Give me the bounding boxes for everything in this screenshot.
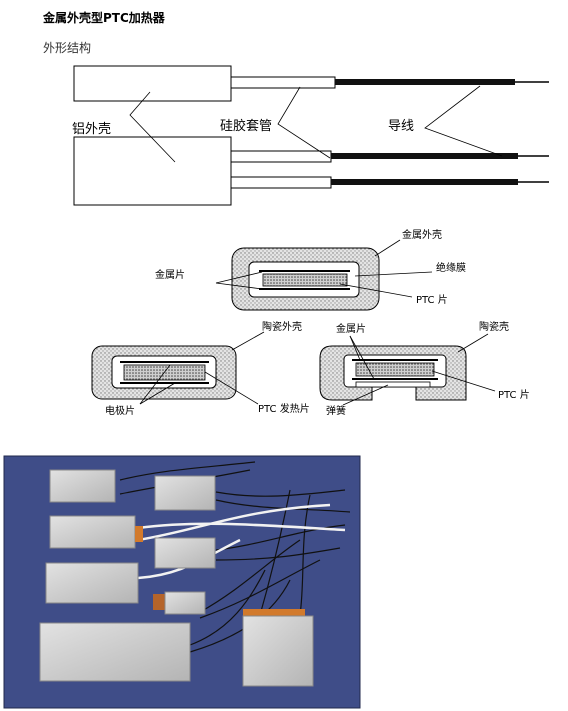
ceramic-shell-leader-2 — [457, 333, 489, 353]
ptc-leader — [339, 283, 413, 298]
metal-shell-leader — [374, 239, 401, 257]
label-electrode: 电极片 — [105, 404, 135, 417]
heater-plate-5 — [45, 562, 139, 604]
heater-plate-6 — [164, 591, 206, 615]
ptc-heater-leader — [204, 371, 259, 405]
label-ceramic-shell: 陶瓷外壳 — [262, 320, 302, 333]
ceramic-shell-cross-section: 陶瓷外壳 电极片 PTC 发热片 — [91, 320, 310, 417]
heater-plate-4 — [154, 537, 216, 569]
label-silicone-sleeve: 硅胶套管 — [220, 118, 272, 134]
label-metal-sheet-2: 金属片 — [336, 322, 366, 335]
spring-ceramic-cross-section: 金属片 陶瓷壳 弹簧 PTC 片 — [319, 320, 530, 417]
electrode-leader-2 — [139, 382, 176, 405]
metal-sheet-leader-2 — [215, 282, 263, 290]
electrode-leader-1 — [139, 364, 171, 405]
label-insulation-film: 绝缘膜 — [436, 261, 466, 274]
metal-sheet-leader-3 — [349, 335, 361, 361]
label-metal-shell: 金属外壳 — [402, 228, 442, 241]
large-aluminum-shell — [73, 136, 232, 206]
label-wire: 导线 — [388, 119, 414, 134]
metal-shell-cross-section: 金属外壳 金属片 绝缘膜 PTC 片 — [155, 228, 466, 311]
ptc-chip-2 — [355, 362, 435, 377]
sleeve-leader — [277, 86, 331, 159]
heater-plate-1 — [49, 469, 116, 503]
label-ptc-chip: PTC 片 — [416, 293, 448, 306]
shell-leader — [129, 91, 176, 163]
heater-plate-2 — [154, 475, 216, 511]
orange-sleeve-2 — [153, 594, 165, 610]
external-structure-diagram: 铝外壳 硅胶套管 导线 — [72, 65, 549, 206]
small-aluminum-shell — [73, 65, 232, 102]
wire-mid-thick — [331, 153, 518, 159]
spring — [355, 381, 431, 388]
insulation-leader — [354, 271, 433, 277]
wire-top-thick — [335, 79, 515, 85]
label-ceramic-shell-2: 陶瓷壳 — [479, 320, 509, 333]
product-photo — [3, 455, 361, 709]
page-title: 金属外壳型PTC加热器 — [43, 11, 165, 25]
photo-wires — [119, 461, 351, 653]
silicone-sleeve-top — [230, 76, 336, 89]
heater-plate-7 — [39, 622, 191, 682]
ceramic-shell-leader — [231, 331, 265, 351]
wire-leader — [424, 85, 503, 157]
label-ptc-heater: PTC 发热片 — [258, 402, 310, 415]
metal-sheet-leader-4 — [349, 335, 375, 380]
orange-edge — [243, 609, 305, 617]
ptc-leader-2 — [431, 370, 496, 392]
label-aluminum-shell: 铝外壳 — [72, 122, 111, 137]
ptc-chip — [262, 273, 348, 287]
metal-sheet-leader-1 — [215, 271, 263, 284]
label-spring: 弹簧 — [326, 404, 346, 417]
spring-leader — [342, 384, 389, 406]
silicone-sleeve-mid — [230, 150, 332, 163]
wire-bottom-thick — [331, 179, 518, 185]
label-ptc-chip-2: PTC 片 — [498, 388, 530, 401]
orange-sleeve-1 — [135, 526, 143, 542]
section-subtitle: 外形结构 — [43, 41, 92, 55]
silicone-sleeve-bottom — [230, 176, 332, 189]
heater-plate-8 — [242, 615, 314, 687]
heater-plate-3 — [49, 515, 136, 549]
label-metal-sheet: 金属片 — [155, 268, 185, 281]
